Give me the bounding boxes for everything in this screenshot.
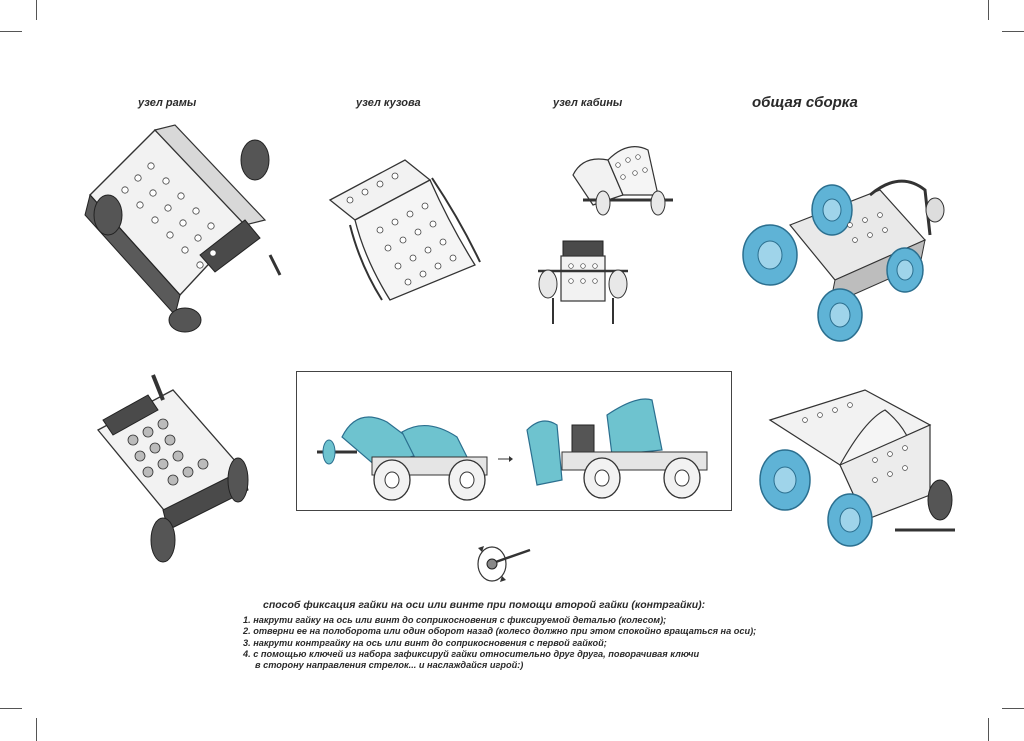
crop-mark: [988, 0, 989, 20]
label-frame-unit: узел рамы: [138, 97, 197, 109]
lock-nut-instructions: способ фиксация гайки на оси или винте п…: [243, 599, 803, 671]
instruction-step: 2. отверни ее на полоборота или один обо…: [243, 626, 757, 637]
label-general-assembly: общая сборка: [752, 94, 858, 111]
crop-mark: [36, 0, 37, 20]
instruction-step: в сторону направления стрелок... и насла…: [255, 660, 524, 671]
cabin-unit-top-illustration: [563, 135, 688, 235]
wheel-assembly-before-illustration: [317, 402, 497, 502]
crop-mark: [1002, 708, 1024, 709]
lock-nut-wrench-icon: [470, 540, 535, 588]
label-cabin-unit: узел кабины: [553, 97, 623, 109]
instruction-step: 3. накрути контргайку на ось или винт до…: [243, 637, 607, 648]
crop-mark: [0, 31, 22, 32]
general-assembly-bottom-illustration: [755, 380, 970, 555]
instructions-title: способ фиксация гайки на оси или винте п…: [263, 599, 706, 611]
process-arrow-icon: [497, 454, 513, 464]
body-unit-illustration: [320, 150, 495, 310]
cabin-unit-front-illustration: [533, 236, 633, 328]
crop-mark: [1002, 31, 1024, 32]
label-body-unit: узел кузова: [356, 97, 421, 109]
frame-unit-illustration: [80, 120, 285, 335]
instruction-step: 1. накрути гайку на ось или винт до сопр…: [243, 615, 667, 626]
crop-mark: [988, 718, 989, 741]
crop-mark: [0, 708, 22, 709]
wheel-assembly-after-illustration: [517, 390, 717, 505]
instruction-step: 4. с помощью ключей из набора зафиксируй…: [243, 648, 700, 659]
frame-unit-underside-illustration: [78, 370, 268, 570]
crop-mark: [36, 718, 37, 741]
lock-nut-diagram-box: [296, 371, 732, 511]
general-assembly-top-illustration: [740, 165, 955, 345]
